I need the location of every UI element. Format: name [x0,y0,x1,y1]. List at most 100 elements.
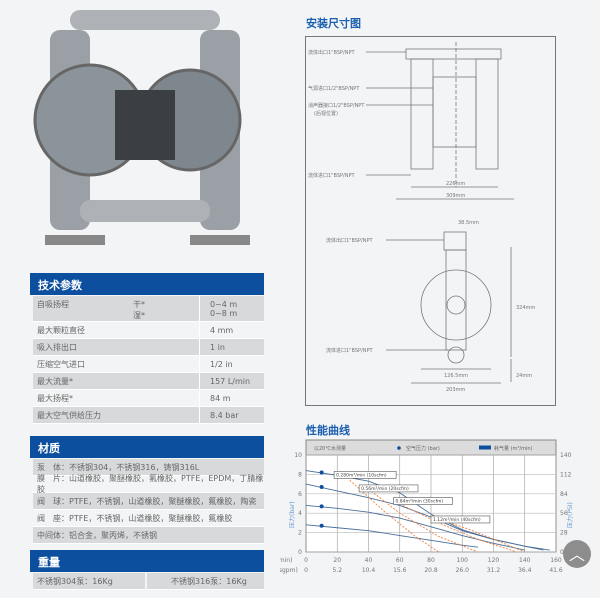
label-outlet: 流体出口1"BSP/NPT [308,49,355,56]
x2-tick: 5.2 [332,567,342,574]
x-tick: 140 [519,557,531,564]
chart-note: 以20℃水测量 [314,445,346,452]
pressure-dot [319,523,324,528]
dim-324: 324mm [516,305,535,311]
legend-air: 耗气量 (m³/min) [494,445,533,452]
table-row: 最大流量*157 L/min [33,373,264,390]
material-row: 阀 座：PTFE，不锈钢，山道橡胶，聚醚橡胶，氟橡胶 [33,510,264,527]
param-value: 0~8 m [210,308,238,318]
label-inlet: 流体进口1"BSP/NPT [308,172,355,179]
x-tick: 120 [488,557,500,564]
y-tick: 6 [298,491,302,498]
x2-tick: 26.0 [456,567,470,574]
y2-tick: 112 [560,471,572,478]
x2-tick: 41.6 [549,567,563,574]
pressure-dot [319,485,324,490]
table-row: 吸入排出口 1 in [33,339,264,356]
dim-309: 309mm [446,193,465,199]
x-tick: 100 [457,557,469,564]
dim-203: 203mm [446,387,465,393]
dim-24: 24mm [516,373,532,379]
dimension-title: 安装尺寸图 [306,17,361,30]
param-value: 1 in [199,339,264,355]
x-tick: 80 [427,557,435,564]
label-muffler: 消声器接口1/2"BSP/NPT [308,102,365,109]
y-tick: 2 [298,530,302,537]
x2-tick: 0 [304,567,308,574]
dim-226: 226mm [446,181,465,187]
param-value: 0~4 m [210,299,238,309]
y2-tick: 0 [560,549,564,556]
material-row: 膜 片：山道橡胶，聚醚橡胶，氟橡胶，PTFE，EPDM，丁腈橡胶 [33,474,264,494]
air-label-box [393,497,453,505]
pressure-dot [319,470,324,475]
material-header: 材质 [30,436,264,458]
material-row: 中间体：铝合金，聚丙烯，不锈钢 [33,527,264,544]
tech-params-header: 技术参数 [30,273,264,295]
material-table: 泵 体：不锈钢304，不锈钢316，铸钢316L 膜 片：山道橡胶，聚醚橡胶，氟… [33,459,264,544]
legend-dot [397,446,401,450]
y2-tick: 56 [560,510,568,517]
pump-photo [33,10,250,245]
label-air: 气源进口1/2"BSP/NPT [308,85,360,92]
pressure-dot [319,504,324,509]
x2-tick: 36.4 [518,567,532,574]
air-label-box [358,484,419,493]
y2-tick: 140 [560,452,572,459]
label-side-inlet: 流体进口1"BSP/NPT [326,347,373,354]
air-consumption-curve [402,505,518,553]
y2-tick: 28 [560,530,568,537]
param-sub: 干* [133,300,145,309]
air-label: 0.84m³/min (30scfm) [396,499,444,505]
y-tick: 8 [298,471,302,478]
label-side-outlet: 流体出口1"BSP/NPT [326,237,373,244]
air-label: 0.280m³/min (10scfm) [336,472,387,478]
scroll-top-button[interactable]: ︿ [563,540,591,568]
table-row: 最大空气供给压力 8.4 bar [33,407,264,424]
air-label: 0.56m³/min (20scfm) [361,486,409,492]
y2-label: 压力(PSI) [566,502,574,528]
param-label: 最大空气供给压力 [37,410,101,420]
param-sub: 湿* [133,311,145,320]
weight-table: 不锈钢304泵：16Kg 不锈钢316泵：16Kg [33,573,264,590]
label-muffler-note: (后视位置) [314,110,338,117]
dim-126-5: 126.5mm [444,373,468,379]
material-row: 泵 体：不锈钢304，不锈钢316，铸钢316L [33,459,264,476]
x-tick: 0 [304,557,308,564]
weight-item: 不锈钢316泵：16Kg [147,573,264,590]
param-value: 157 L/min [199,373,264,389]
legend-swatch [479,445,491,450]
x-tick: 40 [365,557,373,564]
param-label: 自吸扬程 [37,300,69,309]
y-tick: 0 [298,549,302,556]
air-label-box [333,471,397,479]
param-label: 最大颗粒直径 [37,325,85,335]
param-label: 吸入排出口 [37,342,77,352]
weight-header: 重量 [30,550,264,572]
air-consumption-curve [368,488,479,553]
chart-title: 性能曲线 [306,424,350,437]
air-label-box [430,515,491,524]
table-row: 最大颗粒直径 4 mm [33,322,264,339]
x-label: Q(l/min) [280,557,292,564]
y-label: 压力(bar) [288,501,296,528]
x2-tick: 20.8 [424,567,438,574]
param-value: 4 mm [199,322,264,338]
param-value: 8.4 bar [199,407,264,423]
x2-tick: 31.2 [487,567,501,574]
y-tick: 10 [294,452,302,459]
pressure-curve [305,524,478,548]
legend-pressure: 空气压力 (bar) [406,445,440,452]
y2-tick: 84 [560,491,568,498]
performance-chart: 以20℃水测量空气压力 (bar)耗气量 (m³/min)00205.24010… [280,439,574,574]
x-tick: 160 [550,557,562,564]
x-tick: 60 [396,557,404,564]
material-row: 阀 球：PTFE，不锈钢，山道橡胶，聚醚橡胶，氟橡胶，陶瓷 [33,493,264,510]
dim-38-5: 38.5mm [458,220,479,226]
x2-label: Q(usgpm) [280,567,298,574]
param-value: 1/2 in [199,356,264,372]
air-label: 1.12m³/min (40scfm) [433,517,481,523]
